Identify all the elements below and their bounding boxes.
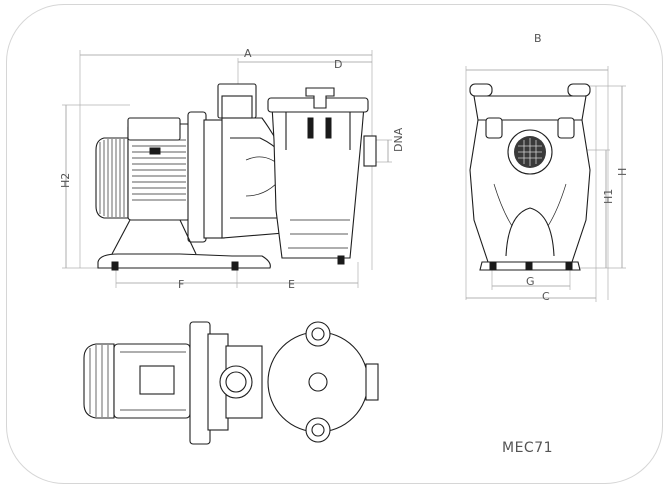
dim-label-a: A [244, 47, 252, 60]
dim-label-c: C [542, 290, 550, 303]
drawing-frame [6, 4, 663, 484]
dim-label-h2: H2 [59, 173, 72, 188]
dim-label-h1: H1 [602, 189, 615, 204]
dim-label-h: H [616, 168, 629, 176]
side-view [62, 50, 392, 288]
dim-label-d: D [334, 58, 342, 71]
dim-label-g: G [526, 275, 535, 288]
dim-label-f: F [178, 278, 184, 291]
dim-label-e: E [288, 278, 295, 291]
model-label: MEC71 [502, 440, 554, 456]
top-view [83, 321, 379, 445]
dim-label-b: B [534, 32, 542, 45]
dim-label-dna: DNA [392, 127, 405, 152]
front-view [465, 66, 626, 302]
